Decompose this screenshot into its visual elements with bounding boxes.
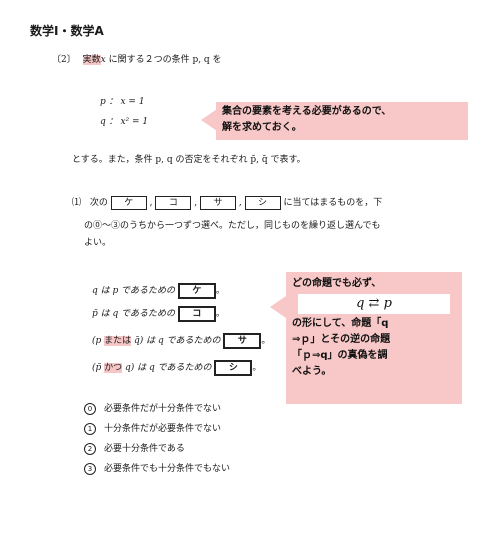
problem-intro: 〔2〕 実数x に関する２つの条件 p, q を [52,54,222,66]
question-line3: よい。 [84,238,112,248]
intro-text: に関する２つの条件 p, q を [108,55,222,65]
statement-1: q は p であるための ケ。 [92,283,225,299]
question-prefix: 次の [89,198,108,208]
note-callout-1: 集合の要素を考える必要があるので、 解を求めておく。 [216,102,468,140]
question-line2: の⓪～③のうちから一つずつ選べ。ただし，同じものを繰り返し選んでも [84,221,381,231]
problem-number: 〔2〕 [52,55,76,65]
question-suffix: に当てはまるものを，下 [283,198,383,208]
condition-q: q ： x² = 1 [100,117,149,127]
answer-box-ko: コ [155,196,192,210]
note1-line1: 集合の要素を考える必要があるので、 [222,106,392,117]
answer-box-ke: ケ [110,196,147,210]
note2-line4: 「ｐ⇒q」の真偽を調 [292,350,388,361]
question-line1: ⑴ 次の ケ , コ , サ , シ に当てはまるものを，下 [72,196,383,210]
page-title: 数学Ⅰ・数学A [30,24,104,38]
definition-text: とする。また，条件 p, q の否定をそれぞれ p̄, q̄ で表す。 [72,155,306,165]
statement-1-text: q は p であるための [92,286,176,296]
statement-2: p̄ は q であるための コ。 [92,306,225,322]
answer-box-ko-2: コ [177,306,216,322]
option-0-icon: 0 [84,403,96,415]
note2-formula: q ⇄ p [298,294,450,314]
answer-box-sa: サ [199,196,236,210]
condition-p: p ： x = 1 [100,97,145,107]
statement-3: (p または q̄) は q であるための サ。 [92,333,270,349]
statement-2-text: p̄ は q であるための [92,309,176,319]
note2-line1: どの命題でも必ず、 [292,278,382,289]
option-2-icon: 2 [84,443,96,455]
note2-line3: ⇒ｐ」とその逆の命題 [292,334,391,345]
callout-arrow [201,109,217,131]
highlight-or: または [104,336,132,346]
note2-line2: の形にして、命題「q [292,318,389,329]
answer-box-sa-2: サ [223,333,262,349]
note-callout-2: どの命題でも必ず、 q ⇄ p の形にして、命題「q ⇒ｐ」とその逆の命題 「ｐ… [286,272,462,404]
var-x: x [100,55,106,65]
answer-box-shi-2: シ [214,360,253,376]
highlight-and: かつ [104,363,123,373]
answer-box-ke-2: ケ [177,283,216,299]
callout-arrow-2 [270,296,286,318]
note1-line2: 解を求めておく。 [222,122,302,133]
question-number: ⑴ [72,198,82,208]
option-3-icon: 3 [84,463,96,475]
highlight-real-number: 実数 [82,55,101,65]
statement-4: (p̄ かつ q) は q であるための シ。 [92,360,261,376]
option-1-icon: 1 [84,423,96,435]
answer-box-shi: シ [244,196,281,210]
note2-line5: べよう。 [292,366,332,377]
